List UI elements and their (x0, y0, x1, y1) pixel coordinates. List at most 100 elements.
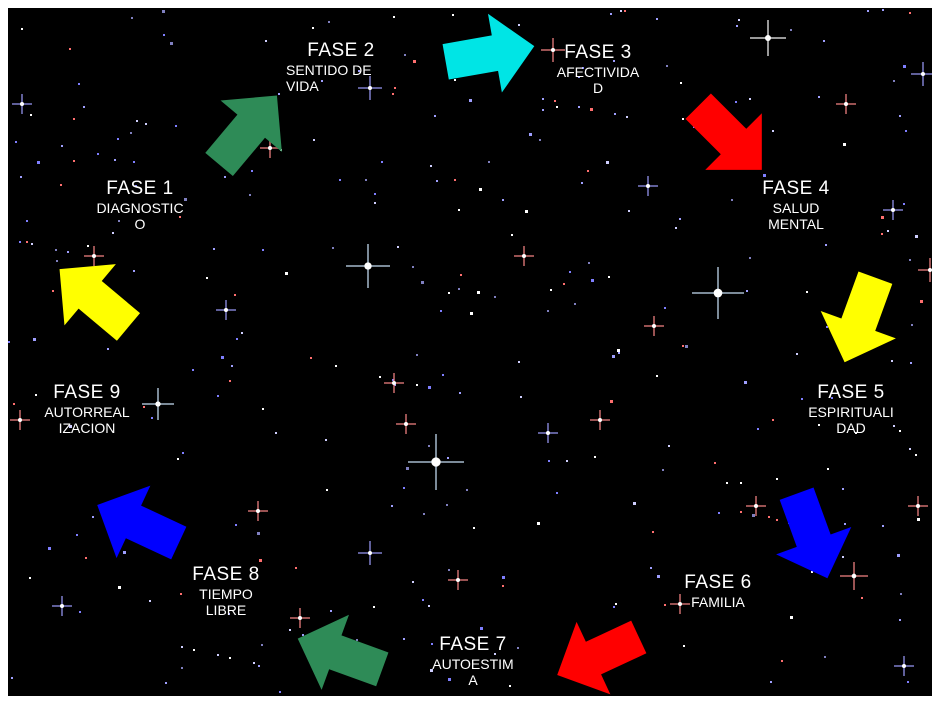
star-dot (416, 354, 418, 356)
star-dot (554, 100, 556, 102)
arrow-phase1-to-phase2 (198, 80, 298, 180)
sparkle-star (396, 414, 416, 434)
star-dot (131, 17, 133, 19)
star-dot (867, 10, 869, 12)
star-dot (656, 375, 658, 377)
star-dot (149, 600, 151, 602)
star-dot (422, 599, 424, 601)
star-dot (617, 349, 620, 352)
star-dot (162, 10, 165, 13)
star-dot (434, 115, 436, 117)
star-dot (262, 408, 264, 410)
star-dot (594, 456, 596, 458)
star-dot (590, 108, 593, 111)
star-dot (628, 210, 630, 212)
star-dot (470, 312, 473, 315)
star-dot (675, 227, 677, 229)
star-dot (213, 248, 215, 250)
star-dot (588, 262, 590, 264)
star-dot (310, 357, 312, 359)
sparkle-star (692, 267, 744, 319)
star-dot (550, 289, 552, 291)
star-dot (328, 21, 330, 23)
sparkle-star (918, 258, 932, 282)
star-dot (556, 106, 558, 108)
star-dot (574, 303, 576, 305)
star-dot (502, 585, 504, 587)
star-dot (332, 247, 334, 249)
phase-6-subtitle: FAMILIA (658, 594, 778, 610)
star-dot (136, 120, 138, 122)
star-dot (217, 395, 219, 397)
star-dot (685, 345, 688, 348)
star-dot (539, 139, 541, 141)
star-dot (511, 234, 513, 236)
star-dot (525, 210, 528, 213)
star-dot (412, 581, 414, 583)
star-dot (97, 153, 99, 155)
sparkle-star (836, 94, 856, 114)
star-dot (253, 662, 255, 664)
star-dot (29, 577, 31, 579)
phase-2-title: FASE 2 (276, 40, 406, 62)
star-dot (881, 233, 883, 235)
phase-3-subtitle: AFECTIVIDA D (538, 64, 658, 96)
sparkle-star (12, 94, 32, 114)
phase-6-title: FASE 6 (658, 572, 778, 594)
star-dot (612, 355, 615, 358)
star-dot (466, 489, 468, 491)
star-dot (397, 246, 399, 248)
star-dot (413, 60, 416, 63)
sparkle-star (750, 20, 786, 56)
star-dot (731, 199, 733, 201)
star-dot (175, 125, 177, 127)
sparkle-star (638, 176, 658, 196)
sparkle-star (514, 246, 534, 266)
star-dot (633, 502, 636, 505)
star-dot (170, 42, 173, 45)
star-dot (581, 182, 583, 184)
star-dot (236, 338, 238, 340)
phase-9-subtitle: AUTORREAL IZACION (22, 404, 152, 436)
phase-3-title: FASE 3 (538, 42, 658, 64)
star-dot (881, 216, 884, 219)
star-dot (899, 115, 901, 117)
star-dot (114, 159, 116, 161)
star-dot (861, 597, 863, 599)
star-dot (566, 460, 568, 462)
star-dot (20, 176, 22, 178)
star-dot (60, 184, 62, 186)
star-dot (241, 332, 243, 334)
star-dot (578, 106, 580, 108)
star-dot (662, 469, 664, 471)
star-dot (903, 203, 905, 205)
star-dot (163, 34, 165, 36)
star-dot (909, 259, 911, 261)
phase-7-title: FASE 7 (408, 634, 538, 656)
star-dot (265, 40, 267, 42)
arrow-phase5-to-phase6 (762, 486, 862, 586)
star-dot (428, 605, 430, 607)
star-dot (618, 352, 620, 354)
star-dot (887, 230, 889, 232)
star-dot (381, 161, 383, 163)
star-dot (882, 525, 884, 527)
star-dot (610, 400, 613, 403)
phase-6-label: FASE 6 FAMILIA (658, 572, 778, 610)
star-dot (563, 283, 565, 285)
sparkle-star (358, 541, 382, 565)
arrow-phase8-to-phase9 (88, 474, 188, 574)
star-dot (339, 179, 341, 181)
star-dot (537, 522, 540, 525)
star-dot (21, 28, 23, 30)
star-dot (615, 603, 617, 605)
star-dot (206, 277, 208, 279)
star-dot (73, 118, 75, 120)
star-dot (85, 557, 87, 559)
star-dot (33, 338, 36, 341)
star-dot (626, 116, 628, 118)
star-dot (430, 165, 432, 167)
star-dot (235, 524, 237, 526)
star-dot (165, 682, 167, 684)
star-dot (752, 514, 755, 517)
